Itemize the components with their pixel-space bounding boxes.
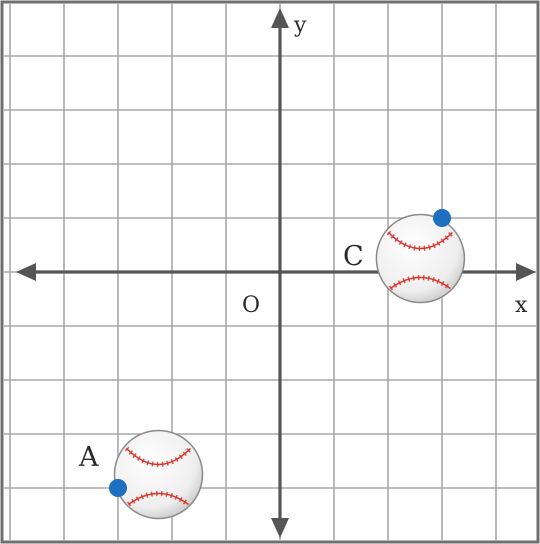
x-axis-arrow-right — [516, 263, 536, 281]
point-a — [109, 479, 127, 497]
points — [109, 209, 451, 497]
point-c — [433, 209, 451, 227]
y-axis-arrow-down — [271, 518, 289, 538]
baseballs — [113, 213, 466, 520]
point-a-label: A — [78, 442, 99, 473]
point-c-label: C — [343, 241, 364, 272]
x-axis-arrow-left — [16, 263, 36, 281]
ball-c-baseball-icon — [375, 213, 466, 304]
y-axis-label: y — [293, 13, 307, 38]
ball-a-baseball-icon — [113, 429, 204, 520]
x-axis-label: x — [515, 293, 528, 318]
origin-label: O — [242, 293, 260, 318]
y-axis-arrow-up — [271, 8, 289, 28]
